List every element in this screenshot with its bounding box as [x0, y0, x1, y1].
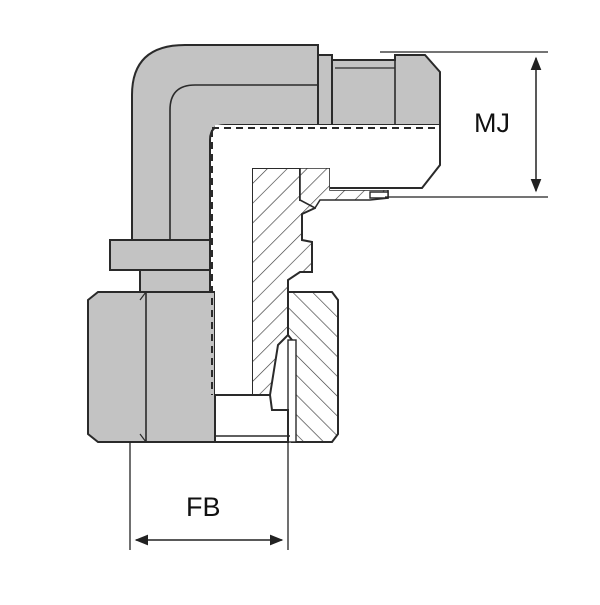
nut-thread-strip — [287, 339, 297, 443]
swivel-nut-hex — [87, 291, 216, 443]
dimension-fb — [129, 442, 289, 550]
dimension-mj — [380, 51, 548, 198]
mj-dimension-label: MJ — [474, 108, 510, 138]
tube-bend-line — [169, 84, 318, 240]
elbow-tube — [131, 44, 319, 241]
section-bore — [210, 125, 440, 395]
tube-neck — [139, 269, 211, 293]
bore-edge — [330, 125, 441, 189]
nut-section-hatch — [287, 291, 339, 443]
body-seat — [214, 394, 289, 443]
jic-hex-collar — [317, 54, 333, 126]
fb-dimension-label: FB — [186, 492, 221, 522]
jic-threaded-end — [331, 54, 441, 126]
tube-ring — [109, 239, 211, 271]
